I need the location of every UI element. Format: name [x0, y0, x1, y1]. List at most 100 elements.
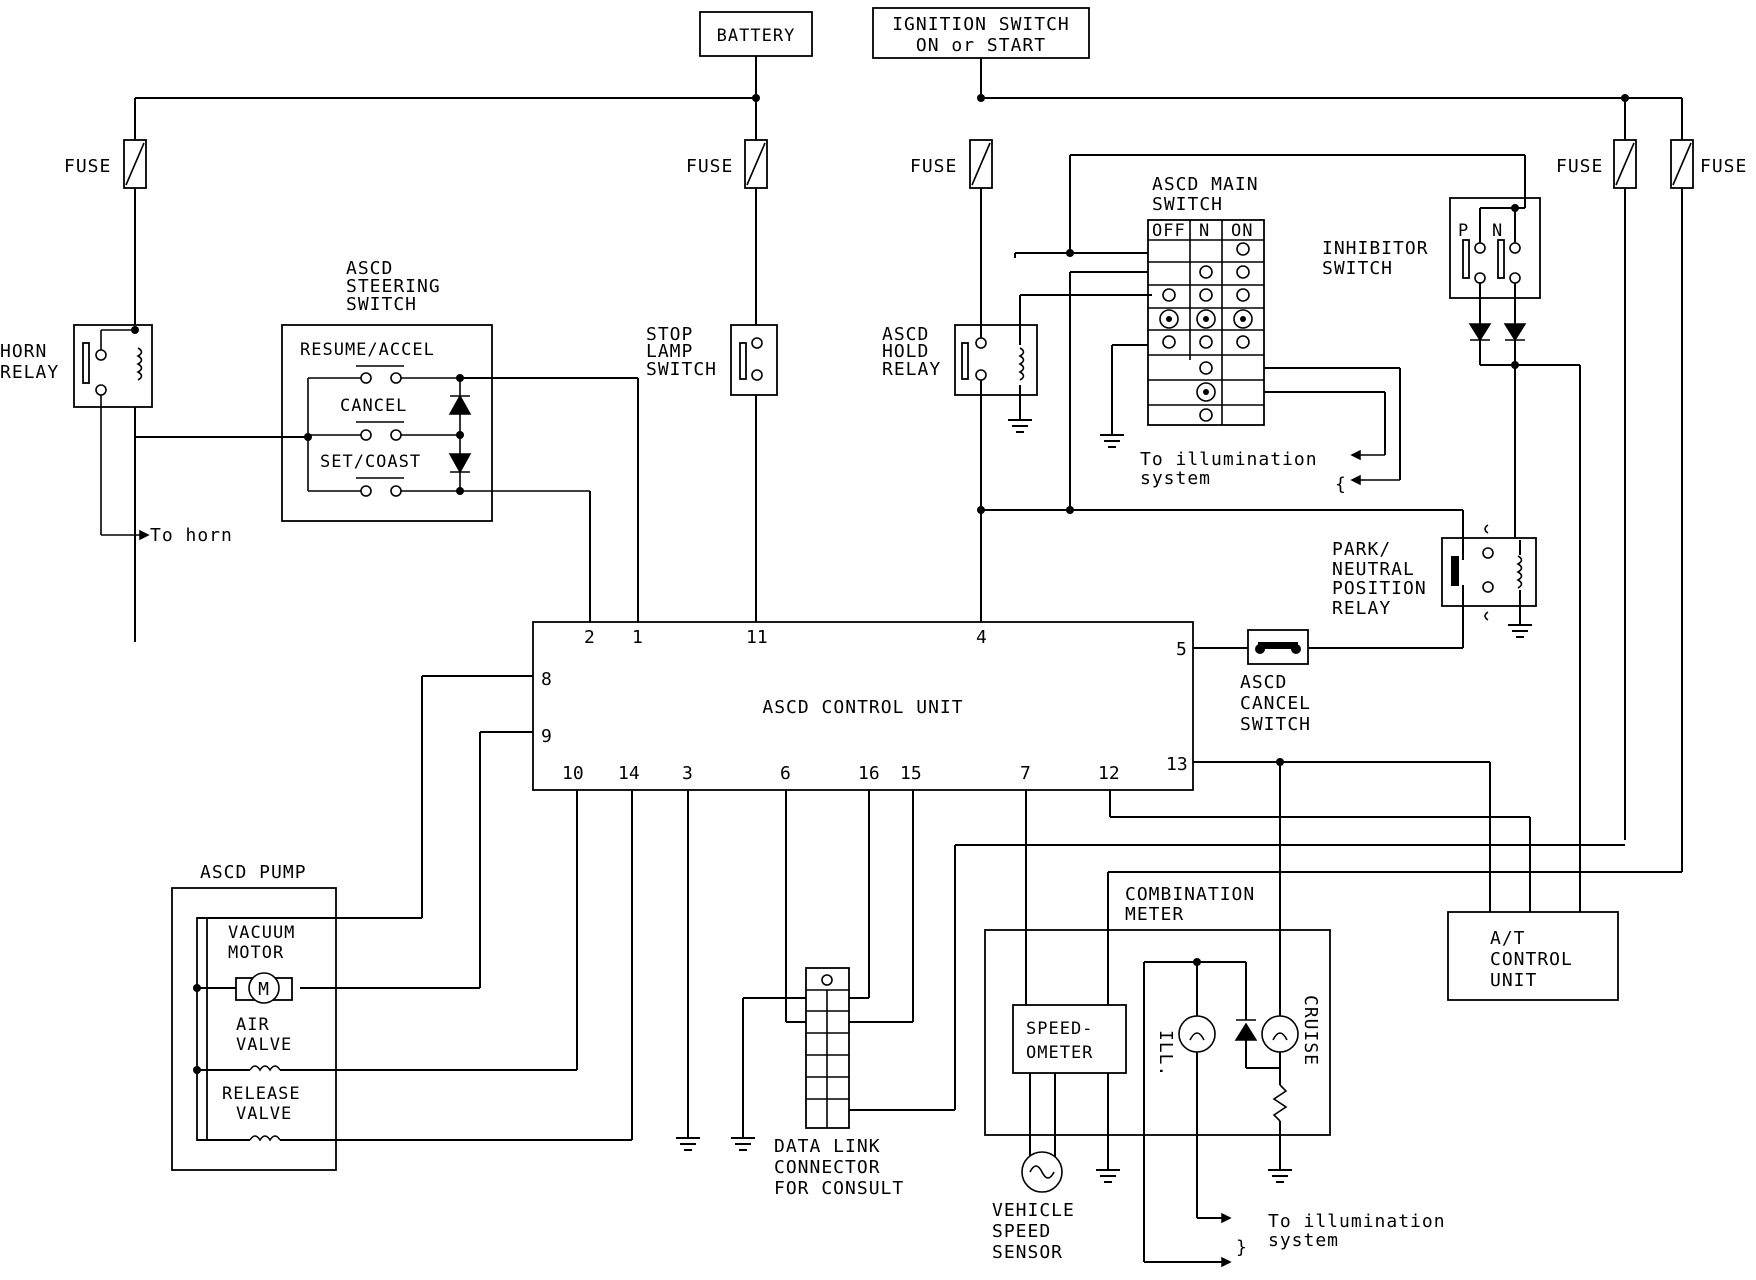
pin-15: 15 [900, 763, 922, 784]
set-coast-label: SET/COAST [320, 452, 421, 472]
ground-symbol [1508, 624, 1532, 638]
horn-relay: HORN RELAY To horn [0, 324, 232, 546]
pin-2: 2 [584, 627, 595, 648]
vehicle-speed-sensor: VEHICLE SPEED SENSOR [992, 1151, 1074, 1263]
pin-3: 3 [682, 763, 693, 784]
stop-lamp-label-3: SWITCH [646, 359, 717, 380]
hold-relay-label-1: ASCD [882, 324, 929, 345]
diode [1234, 1022, 1258, 1041]
junction-dot [752, 94, 760, 102]
junction-dot [1066, 506, 1074, 514]
junction-dot [977, 94, 985, 102]
at-control-label-3: UNIT [1490, 970, 1537, 991]
coil-icon [249, 1065, 281, 1072]
main-switch-on: ON [1231, 221, 1253, 241]
resistor-icon [1272, 1084, 1288, 1122]
arrow [1221, 1212, 1232, 1224]
ill-lamp-icon [1178, 1015, 1216, 1053]
data-link-label-2: CONNECTOR [774, 1157, 881, 1178]
main-switch-label-1: ASCD MAIN [1152, 174, 1259, 195]
ill-label: ILL. [1155, 1030, 1176, 1077]
hold-relay-label-2: HOLD [882, 341, 929, 362]
control-unit-wiring [197, 675, 1682, 1151]
brace: } [1236, 1237, 1248, 1258]
inhibitor-n: N [1492, 221, 1503, 241]
park-neutral-relay: PARK/ NEUTRAL POSITION RELAY [1332, 524, 1537, 621]
data-link-label-1: DATA LINK [774, 1136, 881, 1157]
junction-dot [1621, 94, 1629, 102]
to-illumination-bottom-2: system [1268, 1230, 1339, 1251]
pnp-relay-label-1: PARK/ [1332, 539, 1391, 560]
battery-label: BATTERY [717, 26, 796, 46]
vehicle-speed-label-2: SPEED [992, 1221, 1051, 1242]
ignition-bus-wiring [977, 58, 1683, 872]
fuse-label: FUSE [910, 156, 957, 177]
pin-1: 1 [632, 627, 643, 648]
speedometer-label-1: SPEED- [1026, 1019, 1093, 1039]
release-valve-label-2: VALVE [236, 1104, 292, 1124]
junction-dot [1511, 204, 1519, 212]
fuse-at-control: FUSE [1670, 139, 1747, 189]
diode [1468, 323, 1492, 342]
pin-4: 4 [976, 627, 987, 648]
pin-12: 12 [1098, 763, 1120, 784]
steering-switch-label-1: ASCD [346, 258, 393, 279]
pnp-relay-label-2: NEUTRAL [1332, 559, 1415, 580]
pin-9: 9 [541, 726, 552, 747]
inhibitor-p: P [1458, 221, 1469, 241]
release-valve-label-1: RELEASE [222, 1084, 301, 1104]
battery-source: BATTERY [699, 11, 813, 57]
inhibitor-label-2: SWITCH [1322, 258, 1393, 279]
main-switch-off: OFF [1152, 221, 1186, 241]
cruise-label: CRUISE [1300, 995, 1321, 1066]
pin-10: 10 [562, 763, 584, 784]
horn-relay-label-2: RELAY [0, 362, 59, 383]
junction-dot [977, 506, 985, 514]
speedometer-label-2: OMETER [1026, 1043, 1093, 1063]
ascd-main-switch: ASCD MAIN SWITCH OFF N ON To illumi [1140, 174, 1346, 495]
junction-dot [1511, 361, 1519, 369]
data-link-label-3: FOR CONSULT [774, 1178, 904, 1199]
junction-dot [1066, 249, 1074, 257]
motor-symbol: M [258, 979, 270, 1000]
fuse-label: FUSE [1556, 156, 1603, 177]
pin-6: 6 [780, 763, 791, 784]
at-control-box [1447, 911, 1619, 1001]
fuse-label: FUSE [686, 156, 733, 177]
pin-8: 8 [541, 669, 552, 690]
combination-meter-label-1: COMBINATION [1125, 884, 1255, 905]
data-link-connector: DATA LINK CONNECTOR FOR CONSULT [774, 967, 904, 1199]
motor-icon [248, 972, 280, 1004]
at-control-label-1: A/T [1490, 928, 1526, 949]
cruise-lamp-icon [1261, 1015, 1299, 1053]
stop-lamp-label-2: LAMP [646, 341, 693, 362]
stop-lamp-switch: STOP LAMP SWITCH [646, 324, 778, 396]
ground-symbol [1008, 419, 1032, 433]
ascd-cancel-switch: ASCD CANCEL SWITCH [1240, 629, 1310, 735]
to-illumination-bottom-1: To illumination [1268, 1211, 1446, 1232]
steering-switch-label-3: SWITCH [346, 294, 417, 315]
combination-meter: COMBINATION METER SPEED- OMETER ILL. [984, 884, 1331, 1268]
pin-5: 5 [1176, 639, 1187, 660]
vacuum-motor-label-2: MOTOR [228, 943, 284, 963]
ascd-pump: ASCD PUMP VACUUM MOTOR M AIR VALVE RELEA… [171, 862, 337, 1171]
fuse-label: FUSE [1700, 156, 1747, 177]
battery-box [699, 11, 813, 57]
ignition-switch-source: IGNITION SWITCH ON or START [872, 7, 1090, 59]
combination-meter-label-2: METER [1125, 904, 1184, 925]
steering-switch-label-2: STEERING [346, 276, 441, 297]
inhibitor-switch: INHIBITOR SWITCH P N [1322, 197, 1541, 299]
pin-14: 14 [618, 763, 640, 784]
diode [1503, 323, 1527, 342]
fuse-label: FUSE [64, 156, 111, 177]
inhibitor-label-1: INHIBITOR [1322, 238, 1429, 259]
arrow [1350, 449, 1361, 461]
air-valve-label-1: AIR [236, 1015, 270, 1035]
arrow [1350, 474, 1361, 486]
main-switch-n: N [1199, 221, 1210, 241]
resume-accel-label: RESUME/ACCEL [300, 340, 435, 360]
speedometer-box [1012, 1004, 1127, 1074]
coil-icon [249, 1135, 281, 1142]
pin-11: 11 [746, 627, 768, 648]
